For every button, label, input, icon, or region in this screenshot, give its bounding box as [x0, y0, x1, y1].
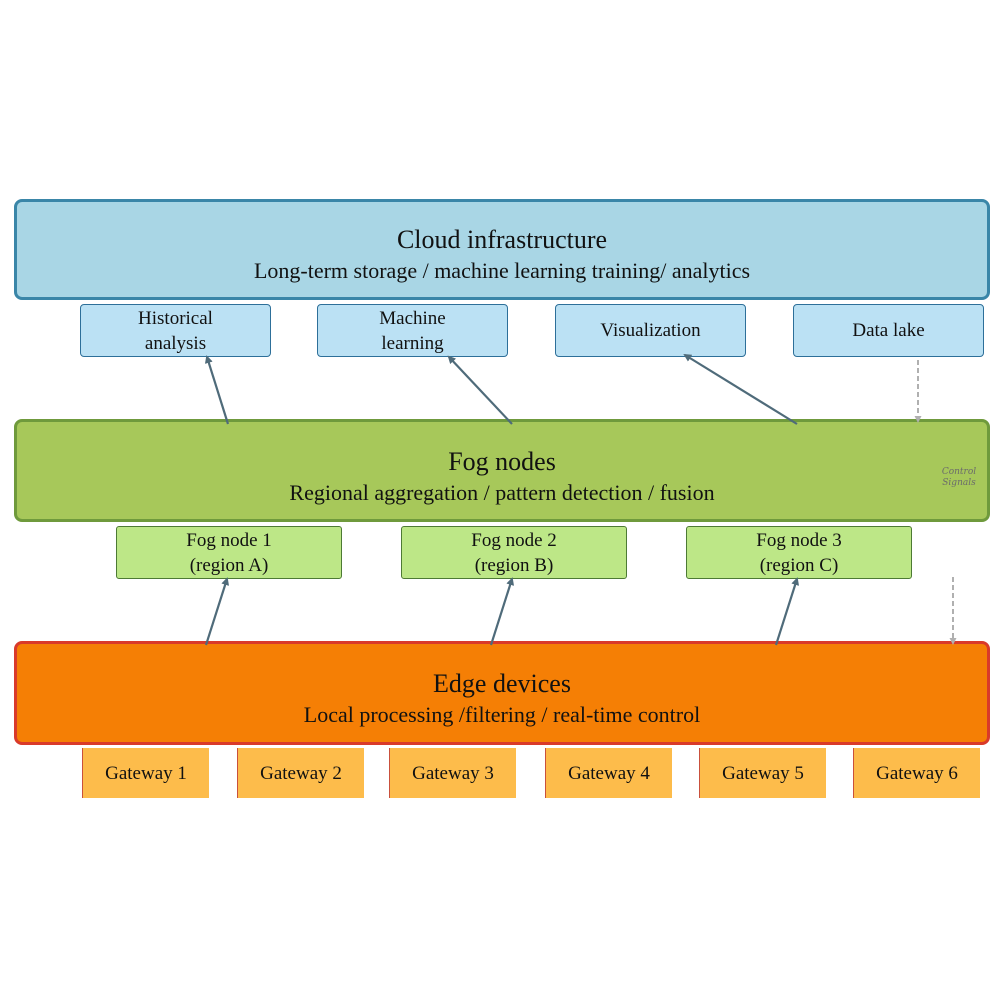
machine-learning-box: Machine learning: [317, 304, 508, 357]
gateway-label: Gateway 1: [105, 762, 187, 784]
box-line: learning: [381, 332, 444, 354]
control-signals-line: Signals: [942, 478, 976, 488]
fog-node-3-box: Fog node 3 (region C): [686, 526, 912, 579]
gateway-1-box: Gateway 1: [82, 748, 209, 798]
arrow-edge-to-fog1: [204, 577, 229, 646]
fog-nodes-layer: Fog nodes Regional aggregation / pattern…: [14, 419, 990, 522]
box-line: Machine: [379, 307, 446, 329]
edge-layer-subtitle: Local processing /filtering / real-time …: [303, 702, 701, 727]
box-line: Data lake: [852, 320, 925, 341]
control-signals-label: Control Signals: [930, 467, 988, 489]
gateway-2-box: Gateway 2: [237, 748, 364, 798]
fog-layer-subtitle: Regional aggregation / pattern detection…: [289, 480, 715, 505]
box-line: Fog node 3: [756, 529, 842, 551]
gateway-5-box: Gateway 5: [699, 748, 826, 798]
box-line: (region B): [474, 554, 554, 576]
gateway-label: Gateway 2: [260, 762, 342, 784]
fog-node-2-box: Fog node 2 (region B): [401, 526, 627, 579]
box-line: analysis: [144, 332, 207, 354]
box-line: (region A): [189, 554, 269, 576]
gateway-label: Gateway 6: [876, 762, 958, 784]
arrow-fog-to-visualization: [683, 353, 798, 425]
edge-layer-title: Edge devices: [433, 669, 571, 698]
box-line: Visualization: [600, 320, 701, 341]
arrow-fog-to-ml: [447, 355, 513, 425]
cloud-layer-title: Cloud infrastructure: [396, 225, 608, 254]
gateway-label: Gateway 4: [568, 762, 650, 784]
arrow-fog-to-historical: [204, 355, 230, 425]
edge-devices-layer: Edge devices Local processing /filtering…: [14, 641, 990, 745]
control-signals-line: Control: [941, 467, 977, 477]
gateway-3-box: Gateway 3: [389, 748, 516, 798]
gateway-6-box: Gateway 6: [853, 748, 980, 798]
arrow-edge-to-fog3: [774, 577, 799, 646]
historical-analysis-box: Historical analysis: [80, 304, 271, 357]
box-line: Fog node 2: [471, 529, 557, 551]
box-line: Fog node 1: [186, 529, 272, 551]
fog-node-1-box: Fog node 1 (region A): [116, 526, 342, 579]
box-line: (region C): [759, 554, 839, 576]
data-lake-box: Data lake: [793, 304, 984, 357]
cloud-layer-subtitle: Long-term storage / machine learning tra…: [253, 258, 751, 283]
visualization-box: Visualization: [555, 304, 746, 357]
gateway-4-box: Gateway 4: [545, 748, 672, 798]
gateway-label: Gateway 5: [722, 762, 804, 784]
fog-layer-title: Fog nodes: [448, 447, 556, 476]
cloud-infrastructure-layer: Cloud infrastructure Long-term storage /…: [14, 199, 990, 300]
gateway-label: Gateway 3: [412, 762, 494, 784]
box-line: Historical: [138, 307, 213, 329]
arrow-edge-to-fog2: [489, 577, 514, 646]
